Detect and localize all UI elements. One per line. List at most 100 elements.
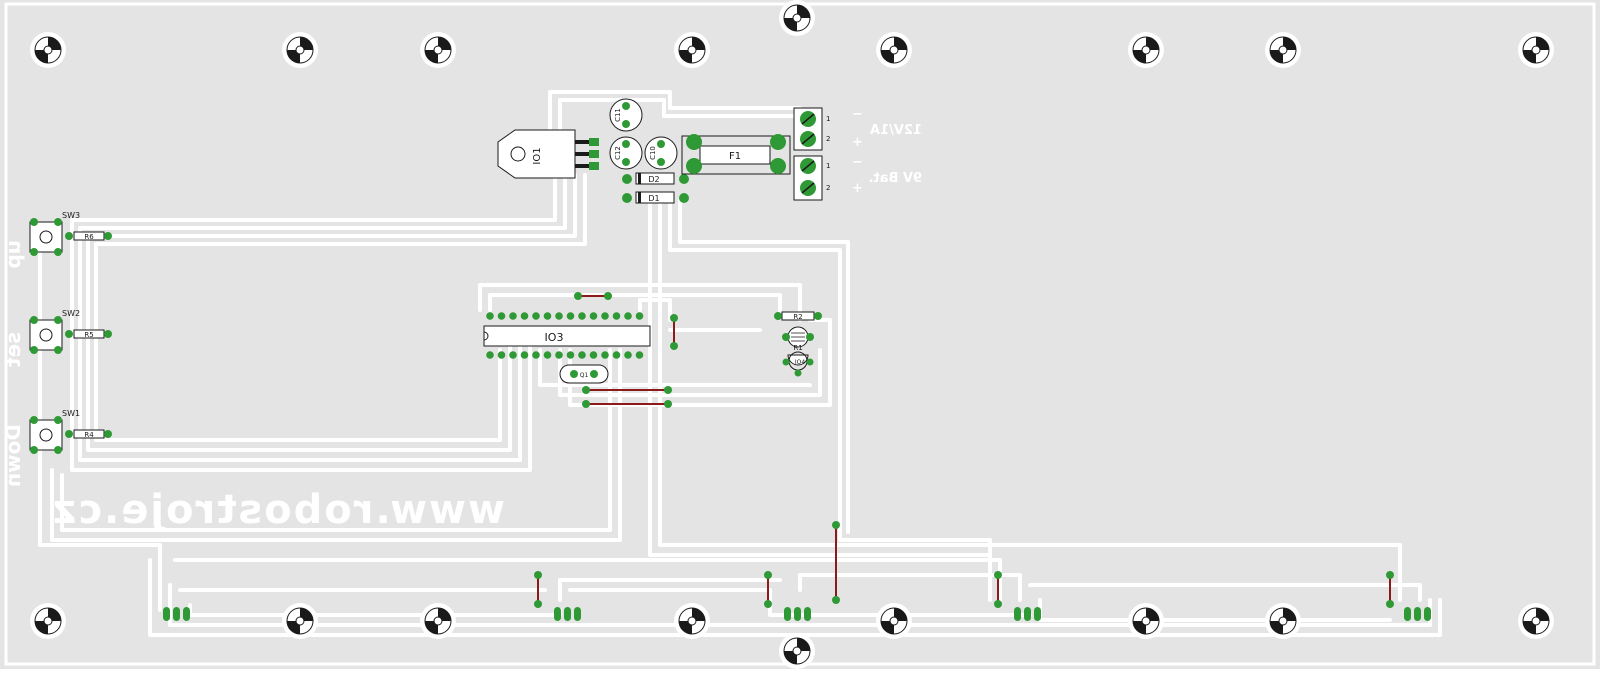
mounting-hole (1518, 32, 1554, 68)
mounting-hole (1518, 603, 1554, 639)
c11-label: C11 (614, 108, 622, 122)
io3-pin-bottom (509, 351, 517, 359)
terminal-power-pin2: 2 (826, 135, 830, 143)
io3-pin-top (635, 312, 644, 320)
io3-pin-top (543, 312, 552, 320)
switch-sw2: SW2 (29, 309, 80, 354)
connector-3pin (1404, 607, 1431, 621)
io3-pin-top (532, 312, 540, 320)
r4-label: R4 (84, 431, 94, 439)
io3-pin-bottom (566, 351, 575, 359)
connector-3pin (784, 607, 811, 621)
mounting-holes (30, 0, 1554, 669)
switch-sw1: SW1 (29, 409, 80, 454)
mounting-hole (1128, 603, 1164, 639)
regulator-io1: IO1 (497, 129, 599, 179)
io3-label: IO3 (545, 331, 564, 344)
resistor-r2: R2 (774, 311, 822, 321)
r5-label: R5 (84, 331, 93, 339)
jumpers (537, 295, 1391, 604)
jumper-pads (534, 292, 1394, 608)
btn-set-label: set (1, 332, 25, 367)
io3-pin-top (624, 312, 632, 320)
connector-pads (163, 607, 1431, 621)
capacitor-c11: C11 (609, 98, 643, 132)
io3-pin-bottom (624, 351, 632, 359)
ic-io3: IO3 (483, 312, 651, 359)
power-rating-label: 12V/1A (870, 123, 922, 138)
capacitor-c10: C10 (644, 136, 678, 170)
io3-pin-bottom (589, 351, 598, 359)
io3-pin-top (486, 312, 494, 320)
mounting-hole (30, 32, 66, 68)
mounting-hole (674, 603, 710, 639)
diode-d1: D1 (622, 191, 689, 204)
io3-pin-bottom (555, 351, 563, 359)
terminal-battery-pin2: 2 (826, 184, 830, 192)
connector-3pin (163, 607, 190, 621)
io3-pin-bottom (578, 351, 586, 359)
diode-d2: D2 (622, 172, 689, 185)
io4-label: IO4 (795, 359, 805, 366)
connector-3pin (1014, 607, 1041, 621)
connector-3pin (554, 607, 581, 621)
io3-pin-top (555, 312, 563, 320)
d2-label: D2 (648, 175, 659, 184)
resistor-r6: R6 (65, 231, 112, 241)
terminal-battery-pin1: 1 (826, 162, 830, 170)
io3-pin-top (566, 312, 575, 320)
r2-label: R2 (793, 313, 802, 321)
mounting-hole (876, 32, 912, 68)
power-plus-bottom: + (852, 181, 863, 196)
io3-pin-bottom (520, 351, 529, 359)
website-label: www.robostroje.cz (51, 487, 505, 533)
d1-label: D1 (648, 194, 659, 203)
power-plus-top: + (852, 135, 863, 150)
mounting-hole (282, 32, 318, 68)
capacitor-c12: C12 (609, 136, 643, 170)
terminal-power-pin1: 1 (826, 115, 830, 123)
traces (38, 90, 1442, 637)
terminal-block-battery: 1 2 (793, 155, 830, 201)
io3-pin-top (578, 312, 586, 320)
mounting-hole (420, 32, 456, 68)
sw1-label: SW1 (62, 409, 80, 418)
battery-label: 9V Bat. (869, 171, 922, 186)
r6-label: R6 (84, 233, 94, 241)
io3-pin-bottom (635, 351, 644, 359)
c12-label: C12 (614, 146, 622, 160)
io1-label: IO1 (532, 147, 543, 164)
sensor-io4: IO4 (782, 351, 814, 377)
mounting-hole (876, 603, 912, 639)
mounting-hole (674, 32, 710, 68)
io3-pin-top (509, 312, 517, 320)
terminal-block-power: 1 2 (793, 107, 830, 151)
resistor-r4: R4 (65, 429, 112, 439)
q1-label: Q1 (580, 372, 589, 379)
mounting-hole (779, 0, 815, 36)
io3-pin-bottom (532, 351, 540, 359)
mounting-hole (1265, 32, 1301, 68)
photoresistor-r1: R1 (782, 326, 814, 352)
mounting-hole (1128, 32, 1164, 68)
io3-pin-bottom (612, 351, 621, 359)
io3-pin-bottom (601, 351, 609, 359)
button-labels: up set Down (1, 240, 25, 487)
mounting-hole (30, 603, 66, 639)
io3-pin-top (520, 312, 529, 320)
mounting-hole (282, 603, 318, 639)
crystal-q1: Q1 (559, 364, 609, 384)
io3-pin-bottom (486, 351, 494, 359)
c10-label: C10 (649, 146, 657, 160)
btn-up-label: up (1, 240, 25, 269)
power-minus-bottom: − (852, 155, 863, 170)
resistor-r5: R5 (65, 329, 112, 339)
io3-pin-top (601, 312, 609, 320)
power-labels: − 12V/1A + − 9V Bat. + (852, 107, 922, 196)
mounting-hole (420, 603, 456, 639)
mounting-hole (779, 633, 815, 669)
io3-pin-top (589, 312, 598, 320)
io3-pin-bottom (543, 351, 552, 359)
mounting-hole (1265, 603, 1301, 639)
